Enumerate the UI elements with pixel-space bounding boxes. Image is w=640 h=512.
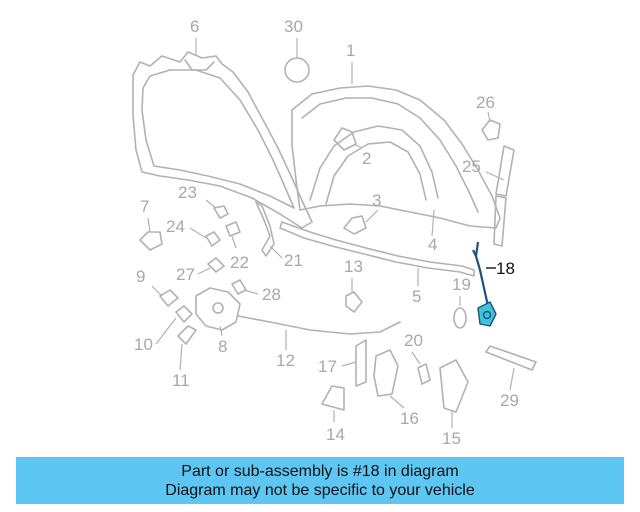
callout-18: 18 <box>496 259 515 278</box>
part-23-bolt <box>205 199 229 219</box>
part-30-bumper <box>284 57 310 83</box>
callout-29: 29 <box>500 391 519 410</box>
part-26-ball-stud <box>481 119 501 141</box>
banner-line-1: Part or sub-assembly is #18 in diagram <box>181 463 459 480</box>
part-8-latch <box>195 287 241 331</box>
part-17-bracket <box>355 339 367 387</box>
part-21-prop-rod <box>255 201 275 257</box>
part-28-clip <box>231 279 247 295</box>
callout-12: 12 <box>276 351 295 370</box>
callout-3: 3 <box>372 191 381 210</box>
part-25-lift-support <box>493 145 515 247</box>
callout-21: 21 <box>284 251 303 270</box>
callout-10: 10 <box>134 335 153 354</box>
callout-24: 24 <box>166 217 185 236</box>
callout-5: 5 <box>412 287 421 306</box>
part-13-clip <box>345 291 363 313</box>
callout-7: 7 <box>140 197 149 216</box>
callout-6: 6 <box>190 17 199 36</box>
callout-13: 13 <box>344 257 363 276</box>
callout-4: 4 <box>428 235 437 254</box>
part-19-bumper <box>453 307 467 329</box>
callout-15: 15 <box>442 429 461 448</box>
callout-8: 8 <box>218 337 227 356</box>
callout-19: 19 <box>452 275 471 294</box>
callout-28: 28 <box>262 285 281 304</box>
part-27-clip <box>207 257 225 273</box>
part-10-bolt <box>175 305 193 323</box>
info-banner: Part or sub-assembly is #18 in diagram D… <box>16 457 624 504</box>
part-15-hinge <box>439 359 469 413</box>
parts-diagram: 1 2 3 4 5 6 7 8 9 10 11 12 13 14 15 16 1… <box>132 17 537 448</box>
part-7-bumper <box>139 231 163 251</box>
part-22-nut <box>225 221 241 249</box>
part-16-hinge <box>373 349 399 397</box>
callout-20: 20 <box>404 331 423 350</box>
part-11-cable <box>177 325 197 345</box>
callout-17: 17 <box>318 357 337 376</box>
callout-22: 22 <box>230 253 249 272</box>
part-20-bolt <box>417 363 431 385</box>
part-2-bumper <box>333 127 357 151</box>
part-18-release-rod <box>472 241 497 327</box>
part-14-clip <box>321 385 345 411</box>
callout-9: 9 <box>136 267 145 286</box>
callout-2: 2 <box>362 149 371 168</box>
callout-26: 26 <box>476 93 495 112</box>
part-9-bolt <box>159 289 179 307</box>
banner-line-2: Diagram may not be specific to your vehi… <box>165 482 475 499</box>
part-12-release-cable <box>237 315 401 335</box>
callout-11: 11 <box>172 371 190 390</box>
callout-25: 25 <box>462 157 481 176</box>
callout-27: 27 <box>176 265 195 284</box>
part-3-bumper <box>343 215 367 235</box>
callout-23: 23 <box>178 183 197 202</box>
part-5-weatherstrip <box>279 221 475 277</box>
callout-1: 1 <box>346 41 355 60</box>
part-6-insulator <box>132 51 313 229</box>
callout-16: 16 <box>400 409 419 428</box>
part-1-hood-panel <box>291 85 501 229</box>
part-24-clip <box>205 231 221 247</box>
callout-14: 14 <box>326 425 345 444</box>
part-4-leader <box>431 209 435 237</box>
callout-30: 30 <box>284 17 303 36</box>
part-29-seal <box>485 345 537 371</box>
